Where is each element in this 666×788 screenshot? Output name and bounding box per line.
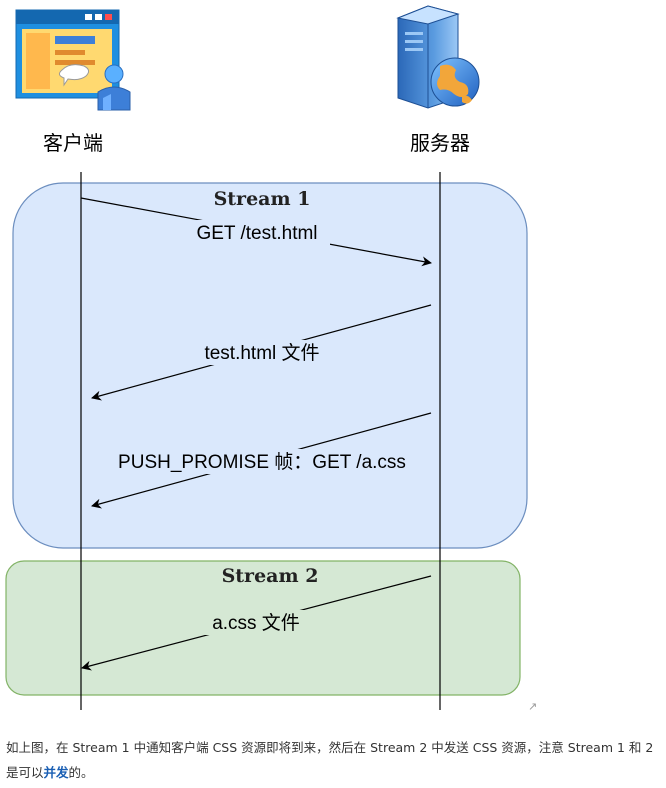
message-a-css-file: a.css 文件 bbox=[212, 612, 300, 634]
client-label: 客户端 bbox=[43, 131, 103, 155]
message-get-test-html: GET /test.html bbox=[196, 223, 317, 244]
msg-bg-4 bbox=[205, 610, 310, 635]
stream-2-title: Stream 2 bbox=[222, 565, 319, 587]
message-test-html-file: test.html 文件 bbox=[204, 342, 319, 364]
figure-caption: 如上图，在 Stream 1 中通知客户端 CSS 资源即将到来，然后在 Str… bbox=[6, 735, 662, 785]
server-label: 服务器 bbox=[410, 131, 470, 155]
caption-text: 如上图，在 Stream 1 中通知客户端 CSS 资源即将到来，然后在 Str… bbox=[6, 740, 654, 780]
http2-push-diagram: 客户端 服务器 Stream 1 Stream 2 GET /test.html… bbox=[5, 5, 528, 710]
browser-client-icon bbox=[15, 9, 131, 111]
external-link-icon[interactable]: ↗ bbox=[528, 700, 538, 713]
msg-bg-3 bbox=[96, 449, 430, 474]
message-push-promise: PUSH_PROMISE 帧：GET /a.css bbox=[118, 451, 406, 473]
msg-bg-2 bbox=[194, 340, 332, 365]
caption-end: 的。 bbox=[68, 765, 94, 780]
stream-1-title: Stream 1 bbox=[214, 188, 311, 210]
caption-bold: 并发 bbox=[43, 765, 69, 780]
msg-bg-1 bbox=[185, 220, 330, 245]
server-globe-icon bbox=[396, 5, 480, 109]
